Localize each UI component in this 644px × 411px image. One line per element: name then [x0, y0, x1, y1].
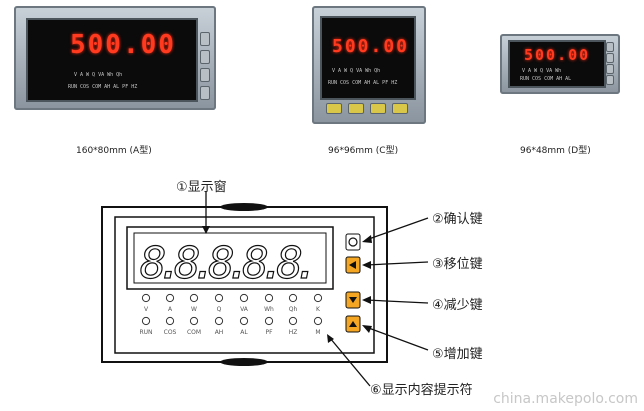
- meter-c-photo: 500.00 V A W Q VA Wh Qh RUN COS COM AH A…: [312, 6, 426, 124]
- meter-a-reading: 500.00: [70, 30, 176, 60]
- meter-c-reading: 500.00: [332, 36, 410, 57]
- indicator-label: K: [316, 306, 321, 313]
- indicator-row-1: V A W Q VA Wh Qh K: [141, 293, 323, 313]
- indicator-row-2: RUN COS COM AH AL PF HZ M: [139, 316, 323, 336]
- leader-indicator: [329, 337, 371, 387]
- meter-d-caption: 96*48mm (D型): [520, 146, 591, 156]
- indicator-led: [264, 293, 274, 303]
- meter-c-display-window: 500.00 V A W Q VA Wh Qh RUN COS COM AH A…: [320, 16, 416, 100]
- indicator-label: HZ: [289, 329, 298, 336]
- indicator-label: A: [168, 306, 173, 313]
- indicator-led: [165, 316, 175, 326]
- meter-d-key-4: [606, 75, 614, 85]
- indicator-led: [239, 316, 249, 326]
- meter-a-photo: 500.00 V A W Q VA Wh Qh RUN COS COM AH A…: [14, 6, 216, 110]
- meter-d-key-2: [606, 53, 614, 63]
- indicator-led: [165, 293, 175, 303]
- meter-c-led-row2: RUN COS COM AH AL PF HZ: [328, 80, 398, 86]
- arrowhead: [362, 296, 371, 304]
- meter-d-reading: 500.00: [524, 46, 591, 64]
- meter-a-caption: 160*80mm (A型): [76, 146, 152, 156]
- callout-display-window: ①显示窗: [176, 180, 227, 195]
- meter-c-key-3: [370, 103, 386, 114]
- meter-c-caption: 96*96mm (C型): [328, 146, 399, 156]
- indicator-label: AL: [240, 329, 248, 336]
- indicator-led: [313, 293, 323, 303]
- meter-a-led-row1: V A W Q VA Wh Qh: [74, 72, 123, 78]
- arrowhead: [362, 235, 372, 243]
- indicator-label: Q: [217, 306, 222, 313]
- meter-c-key-2: [348, 103, 364, 114]
- indicator-led: [214, 316, 224, 326]
- meter-d-display-window: 500.00 V A W Q VA Wh RUN COS COM AH AL: [508, 40, 606, 88]
- callout-shift-key: ③移位键: [432, 257, 483, 272]
- indicator-label: Wh: [264, 306, 274, 313]
- confirm-icon: [348, 237, 358, 247]
- meter-a-key-3: [200, 68, 210, 82]
- panel-inner-frame: [114, 216, 375, 354]
- indicator-label: RUN: [139, 329, 152, 336]
- leader-decrease: [365, 299, 429, 304]
- leader-increase: [365, 326, 429, 351]
- meter-d-led-row2: RUN COS COM AH AL: [520, 76, 572, 82]
- indicator-label: M: [315, 329, 320, 336]
- indicator-led: [313, 316, 323, 326]
- watermark: china.makepolo.com: [493, 391, 638, 407]
- callout-confirm-key: ②确认键: [432, 212, 483, 227]
- indicator-label: PF: [265, 329, 273, 336]
- indicator-led: [214, 293, 224, 303]
- confirm-key: [345, 233, 361, 251]
- meter-d-key-1: [606, 42, 614, 52]
- meter-a-key-1: [200, 32, 210, 46]
- meter-c-key-4: [392, 103, 408, 114]
- callout-increase-key: ⑤增加键: [432, 347, 483, 362]
- indicator-label: COS: [164, 329, 177, 336]
- meter-d-key-3: [606, 64, 614, 74]
- shift-left-icon: [349, 261, 356, 269]
- meter-c-led-row1: V A W Q VA Wh Qh: [332, 68, 381, 74]
- callout-indicator-prompt: ⑥显示内容提示符: [370, 383, 473, 398]
- meter-a-display-window: 500.00 V A W Q VA Wh Qh RUN COS COM AH A…: [26, 18, 198, 102]
- meter-c-key-1: [326, 103, 342, 114]
- meter-d-photo: 500.00 V A W Q VA Wh RUN COS COM AH AL: [500, 34, 620, 94]
- bottom-mounting-clip: [220, 358, 268, 366]
- indicator-label: W: [191, 306, 197, 313]
- indicator-led: [288, 293, 298, 303]
- top-mounting-clip: [220, 203, 268, 211]
- indicator-led: [288, 316, 298, 326]
- indicator-label: Qh: [289, 306, 298, 313]
- leader-shift: [365, 261, 429, 266]
- down-arrow-icon: [349, 297, 357, 303]
- arrowhead: [362, 325, 372, 333]
- indicator-led: [189, 293, 199, 303]
- meter-a-key-2: [200, 50, 210, 64]
- indicator-label: VA: [240, 306, 249, 313]
- arrowhead: [362, 261, 371, 269]
- meter-d-led-row1: V A W Q VA Wh: [522, 68, 562, 74]
- indicator-label: AH: [215, 329, 224, 336]
- indicator-led: [141, 316, 151, 326]
- arrowhead: [202, 226, 210, 234]
- arrowhead: [327, 334, 334, 343]
- leader-confirm: [365, 217, 429, 241]
- indicator-led: [141, 293, 151, 303]
- display-window: [126, 226, 334, 290]
- meter-a-key-4: [200, 86, 210, 100]
- indicator-label: COM: [187, 329, 201, 336]
- indicator-led: [264, 316, 274, 326]
- up-arrow-icon: [349, 321, 357, 327]
- seven-segment-digits: 8.8.8.8.8.: [140, 238, 320, 289]
- meter-a-led-row2: RUN COS COM AH AL PF HZ: [68, 84, 138, 90]
- indicator-led: [189, 316, 199, 326]
- display-window-inner: [133, 232, 327, 284]
- indicator-led: [239, 293, 249, 303]
- indicator-label: V: [144, 306, 149, 313]
- callout-decrease-key: ④减少键: [432, 298, 483, 313]
